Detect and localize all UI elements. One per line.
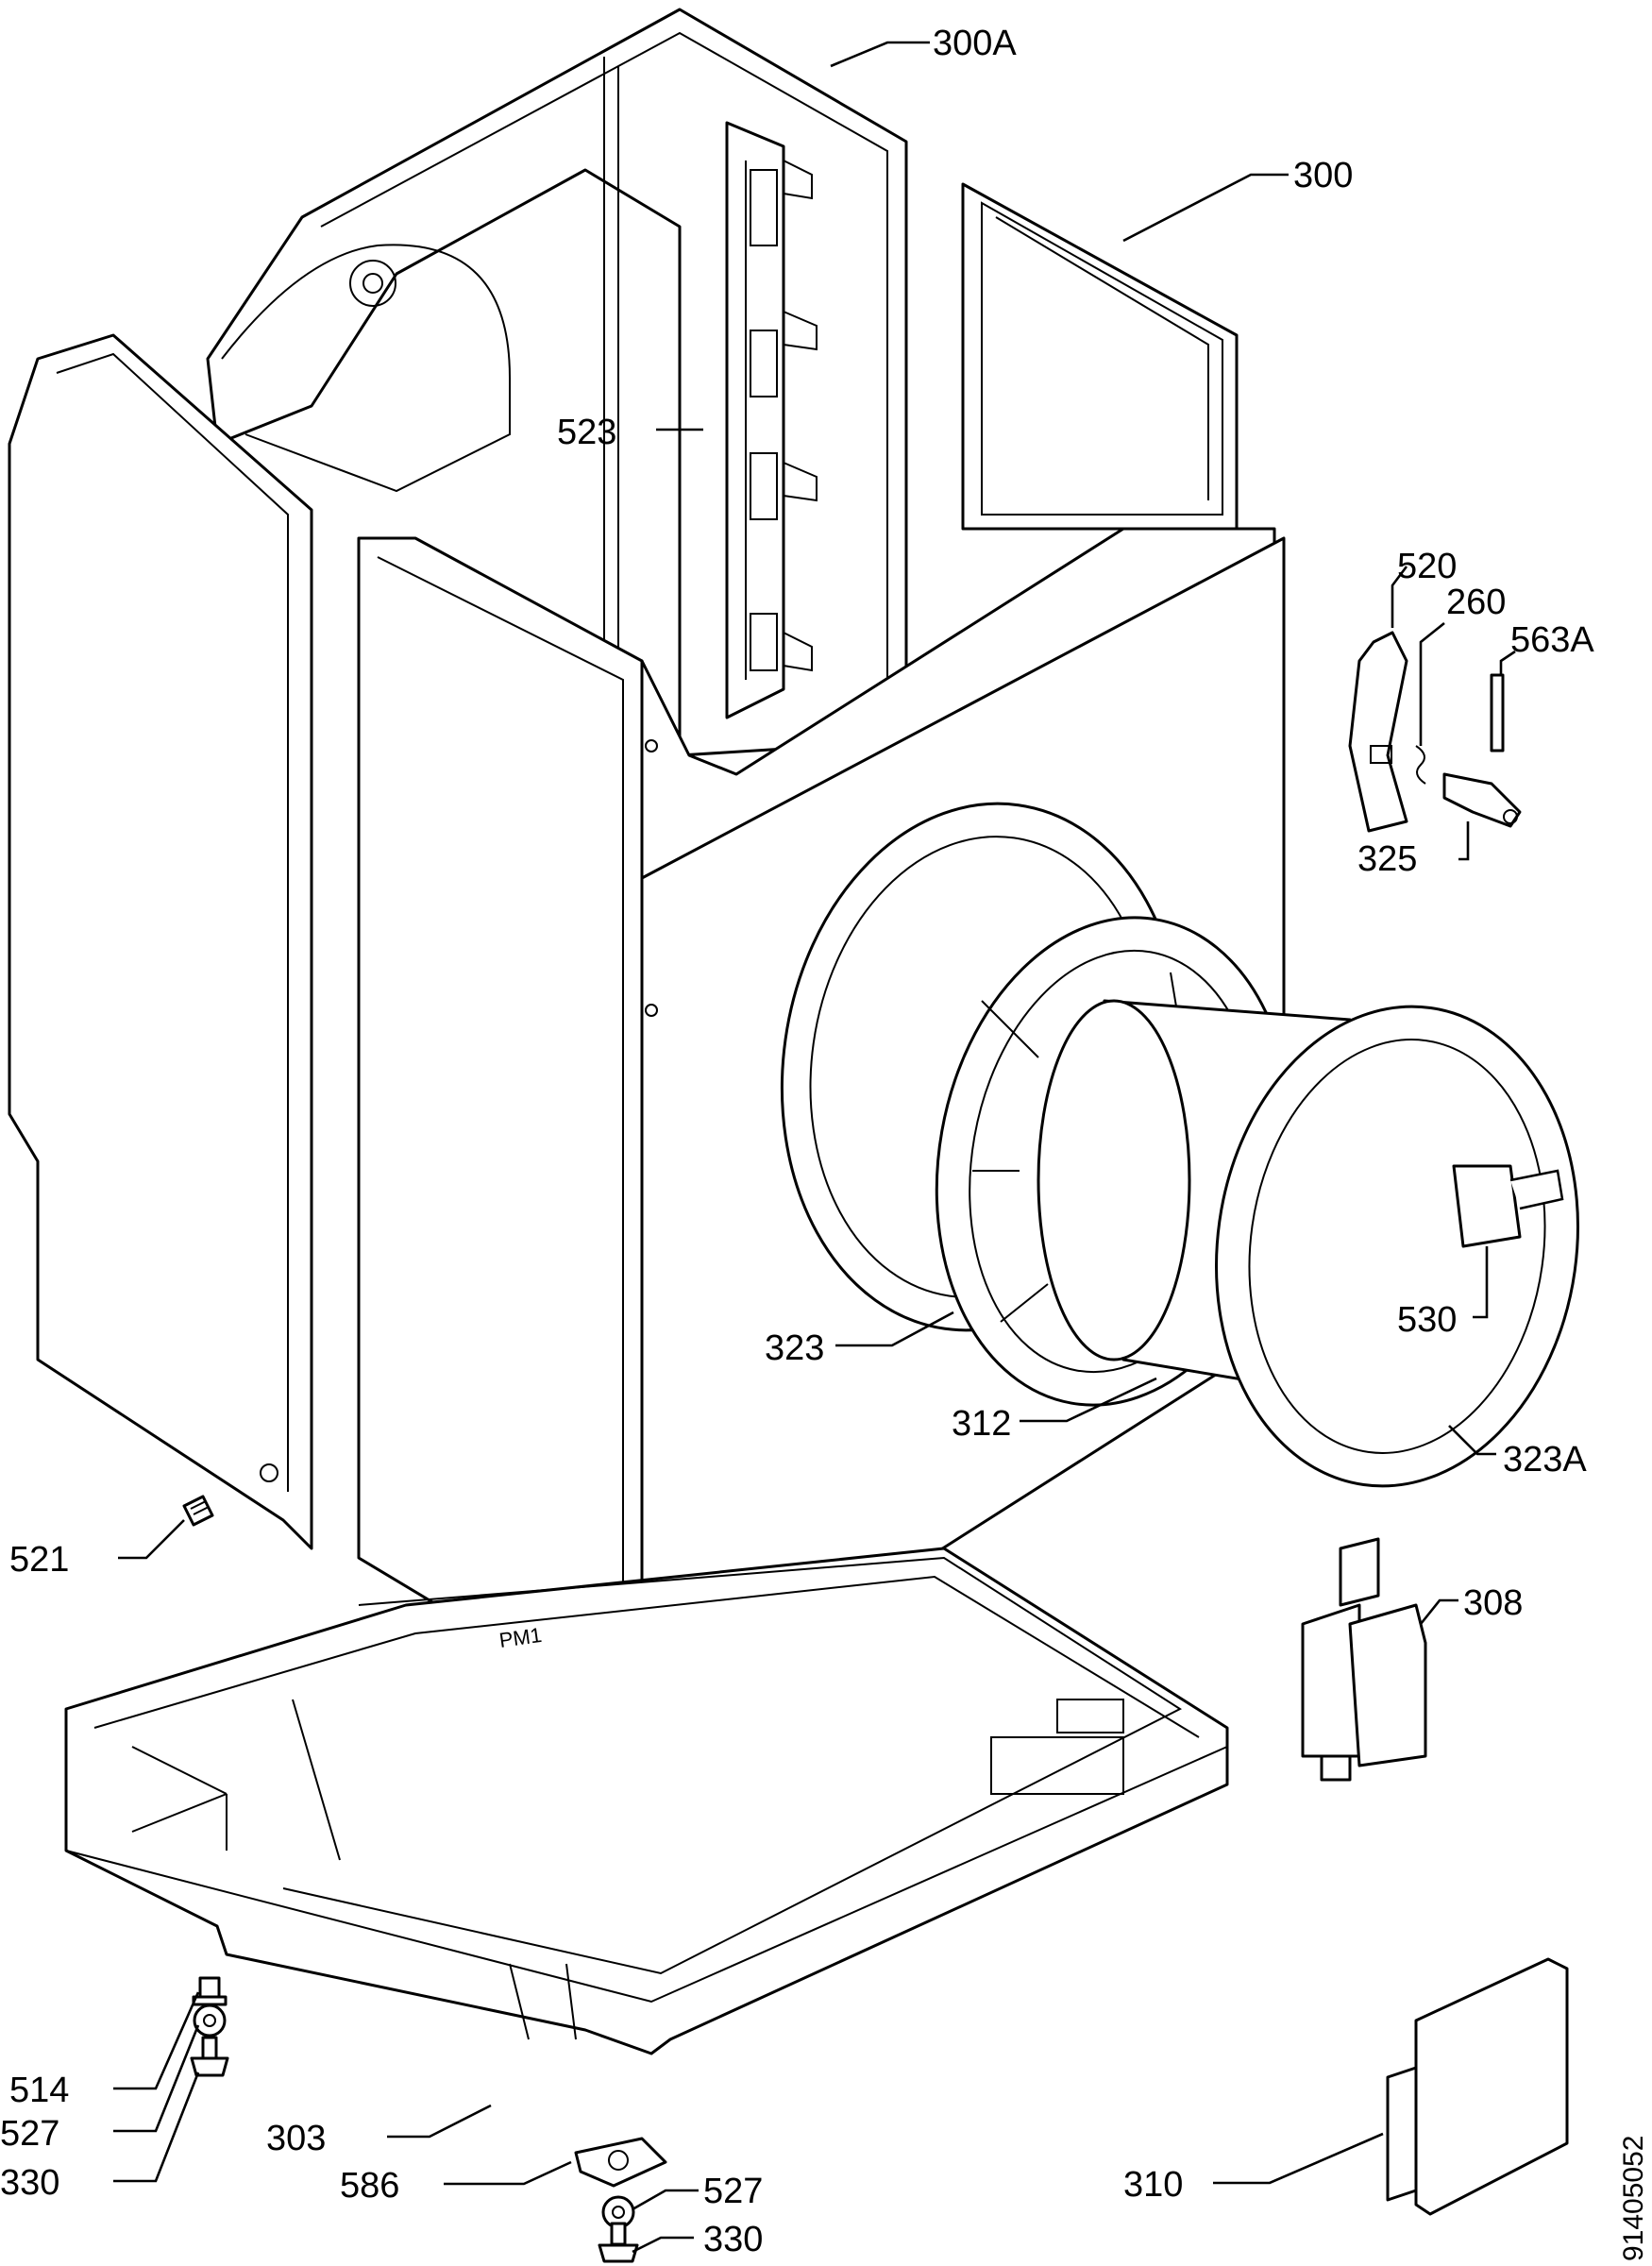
bolt-514 <box>192 1976 228 2006</box>
embossed-mark: PM1 <box>497 1623 543 1652</box>
callout-323A: 323A <box>1503 1440 1587 1480</box>
hinge-308 <box>1301 1537 1427 1782</box>
drawing-number: 91405052 <box>1618 2136 1649 2261</box>
leader-lines <box>113 41 1516 2254</box>
callout-330-left: 330 <box>0 2163 59 2203</box>
callout-520: 520 <box>1397 547 1457 586</box>
callout-530: 530 <box>1397 1300 1457 1340</box>
pin-563A <box>1490 673 1505 753</box>
lever-325 <box>1442 772 1522 828</box>
callout-308: 308 <box>1463 1583 1523 1623</box>
callout-labels: 300A 300 523 520 260 563A 325 323 530 31… <box>0 24 1594 2259</box>
callout-521: 521 <box>9 1540 69 1580</box>
screw-521 <box>182 1495 214 1527</box>
left-side-panel <box>8 333 313 1550</box>
spring-260 <box>1415 745 1426 785</box>
foot-330-left <box>190 2036 229 2077</box>
callout-312: 312 <box>952 1404 1011 1444</box>
callout-310: 310 <box>1123 2165 1183 2205</box>
foot-bracket-586 <box>574 2137 667 2188</box>
callout-323: 323 <box>765 1328 824 1368</box>
callout-325: 325 <box>1357 839 1417 879</box>
door-handle-530 <box>1452 1164 1564 1248</box>
callout-586: 586 <box>340 2166 399 2206</box>
callout-260: 260 <box>1446 583 1506 622</box>
base-frame-303 <box>64 1547 1229 2055</box>
vertical-rail-523 <box>725 121 818 719</box>
callout-563A: 563A <box>1510 620 1594 660</box>
foot-330-center <box>598 2222 639 2263</box>
callout-527-center: 527 <box>703 2172 763 2211</box>
door-323A <box>1215 1005 1579 1488</box>
callout-330-center: 330 <box>703 2220 763 2259</box>
door-latch-520 <box>1348 631 1408 833</box>
callout-303: 303 <box>266 2119 326 2158</box>
cover-flap-310 <box>1386 1957 1569 2216</box>
washer-527-left <box>193 2004 227 2038</box>
callout-514: 514 <box>9 2071 69 2110</box>
side-frame-300 <box>961 182 1239 531</box>
callout-527-left: 527 <box>0 2114 59 2154</box>
callout-300: 300 <box>1293 156 1353 195</box>
callout-523: 523 <box>557 413 616 452</box>
callout-300A: 300A <box>933 24 1017 63</box>
